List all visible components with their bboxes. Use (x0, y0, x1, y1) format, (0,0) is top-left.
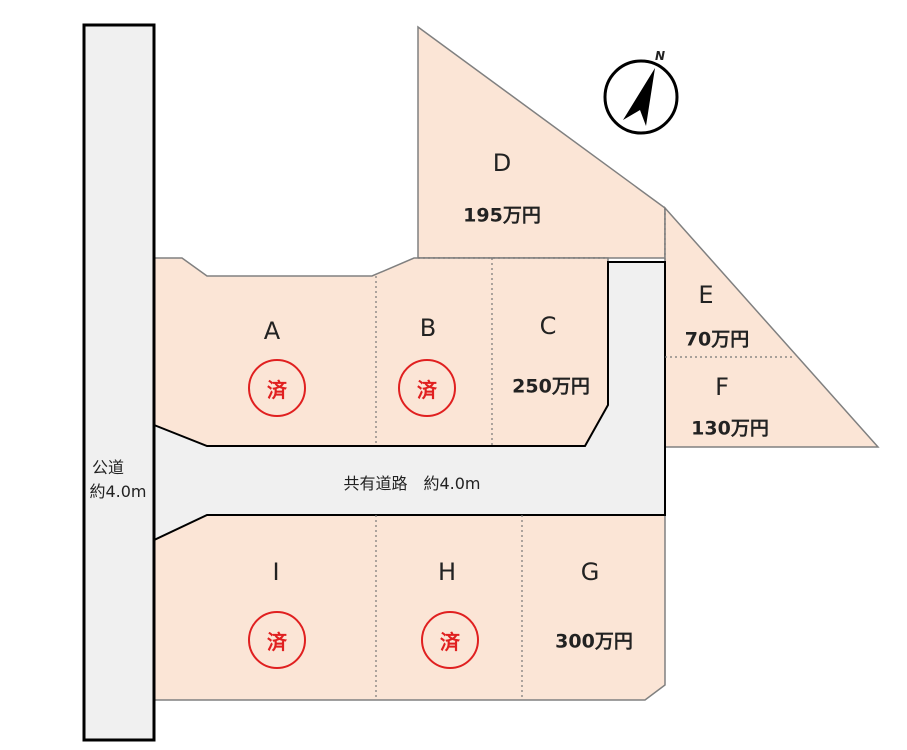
public-road-shape[interactable] (82, 23, 156, 742)
lot-d-label: D (492, 149, 512, 177)
lots-ghi-shape[interactable] (153, 514, 666, 701)
lot-b-label: B (419, 314, 437, 342)
compass-north-label: N (654, 49, 666, 63)
lot-c-label: C (539, 312, 557, 340)
lot-c-price: 250万円 (512, 375, 590, 398)
lots-abc-shape[interactable] (153, 257, 609, 447)
lot-f-label: F (715, 373, 729, 401)
lot-a-label: A (263, 317, 281, 345)
lot-h-label: H (437, 558, 457, 586)
lot-d-shape[interactable] (417, 25, 666, 259)
lot-h-sold-badge: 済 (421, 611, 479, 669)
lot-a-sold-badge: 済 (248, 359, 306, 417)
lot-e-price: 70万円 (684, 328, 750, 351)
public-road-label: 公道 (91, 458, 125, 477)
lot-g-label: G (580, 558, 600, 586)
lot-f-price: 130万円 (691, 417, 769, 440)
lot-i-label: I (272, 558, 280, 586)
lot-e-label: E (698, 281, 714, 309)
lot-b-sold-badge: 済 (398, 359, 456, 417)
compass-icon (603, 59, 679, 135)
lot-d-price: 195万円 (463, 204, 541, 227)
lot-i-sold-badge: 済 (248, 611, 306, 669)
shared-road-shape[interactable] (153, 261, 666, 542)
lot-g-price: 300万円 (555, 630, 633, 653)
public-road-width: 約4.0m (89, 482, 147, 501)
shared-road-label: 共有道路 約4.0m (343, 474, 481, 493)
